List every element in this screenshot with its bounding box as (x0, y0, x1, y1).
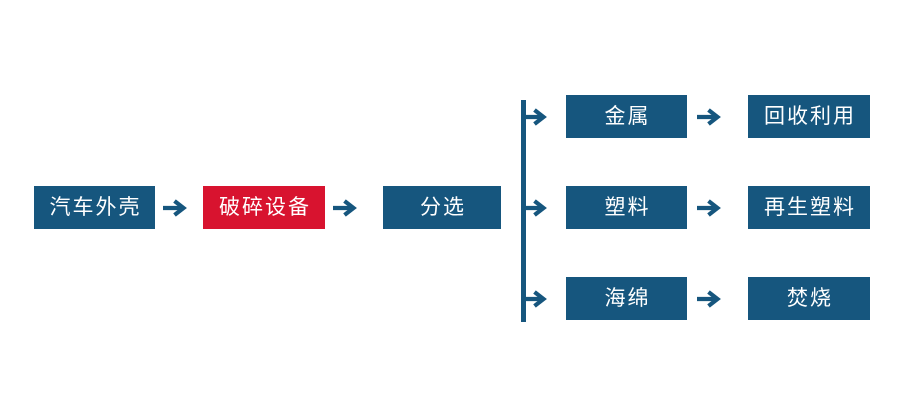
node-recycle: 回收利用 (748, 95, 870, 138)
node-recycled-plastic: 再生塑料 (748, 186, 870, 229)
arrow-right-icon (523, 199, 547, 217)
node-plastic: 塑料 (566, 186, 687, 229)
arrow-right-icon (163, 199, 187, 217)
arrow-right-icon (523, 108, 547, 126)
arrow-right-icon (697, 199, 721, 217)
node-sponge: 海绵 (566, 277, 687, 320)
arrow-right-icon (523, 290, 547, 308)
arrow-right-icon (697, 108, 721, 126)
node-metal: 金属 (566, 95, 687, 138)
arrow-right-icon (333, 199, 357, 217)
arrow-right-icon (697, 290, 721, 308)
node-incineration: 焚烧 (748, 277, 870, 320)
branch-connector-line (521, 100, 526, 322)
node-car-shell: 汽车外壳 (34, 186, 155, 229)
node-sorting: 分选 (383, 186, 501, 229)
node-crusher: 破碎设备 (203, 186, 325, 229)
